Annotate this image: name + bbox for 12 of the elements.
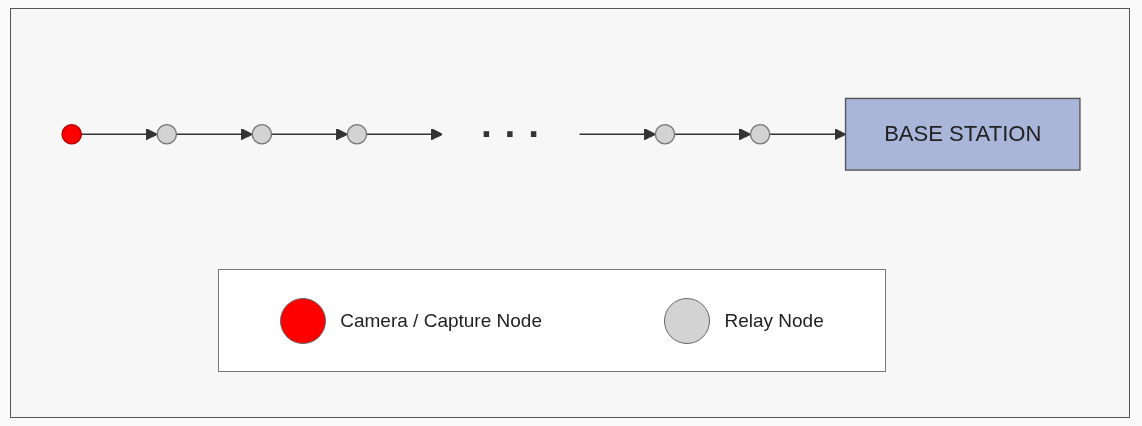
node-circle <box>156 123 178 145</box>
legend-label: Camera / Capture Node <box>340 309 542 332</box>
arrow <box>578 127 656 141</box>
node-circle <box>749 123 771 145</box>
legend-label: Relay Node <box>724 309 824 332</box>
node-circle <box>346 123 368 145</box>
diagram-frame: · · · BASE STATION Camera / Capture Node Relay Node <box>10 8 1130 418</box>
node-box <box>844 97 1081 171</box>
node-circle <box>61 123 83 145</box>
node-circle <box>654 123 676 145</box>
node-circle <box>251 123 273 145</box>
node-text: · · · <box>480 111 541 155</box>
